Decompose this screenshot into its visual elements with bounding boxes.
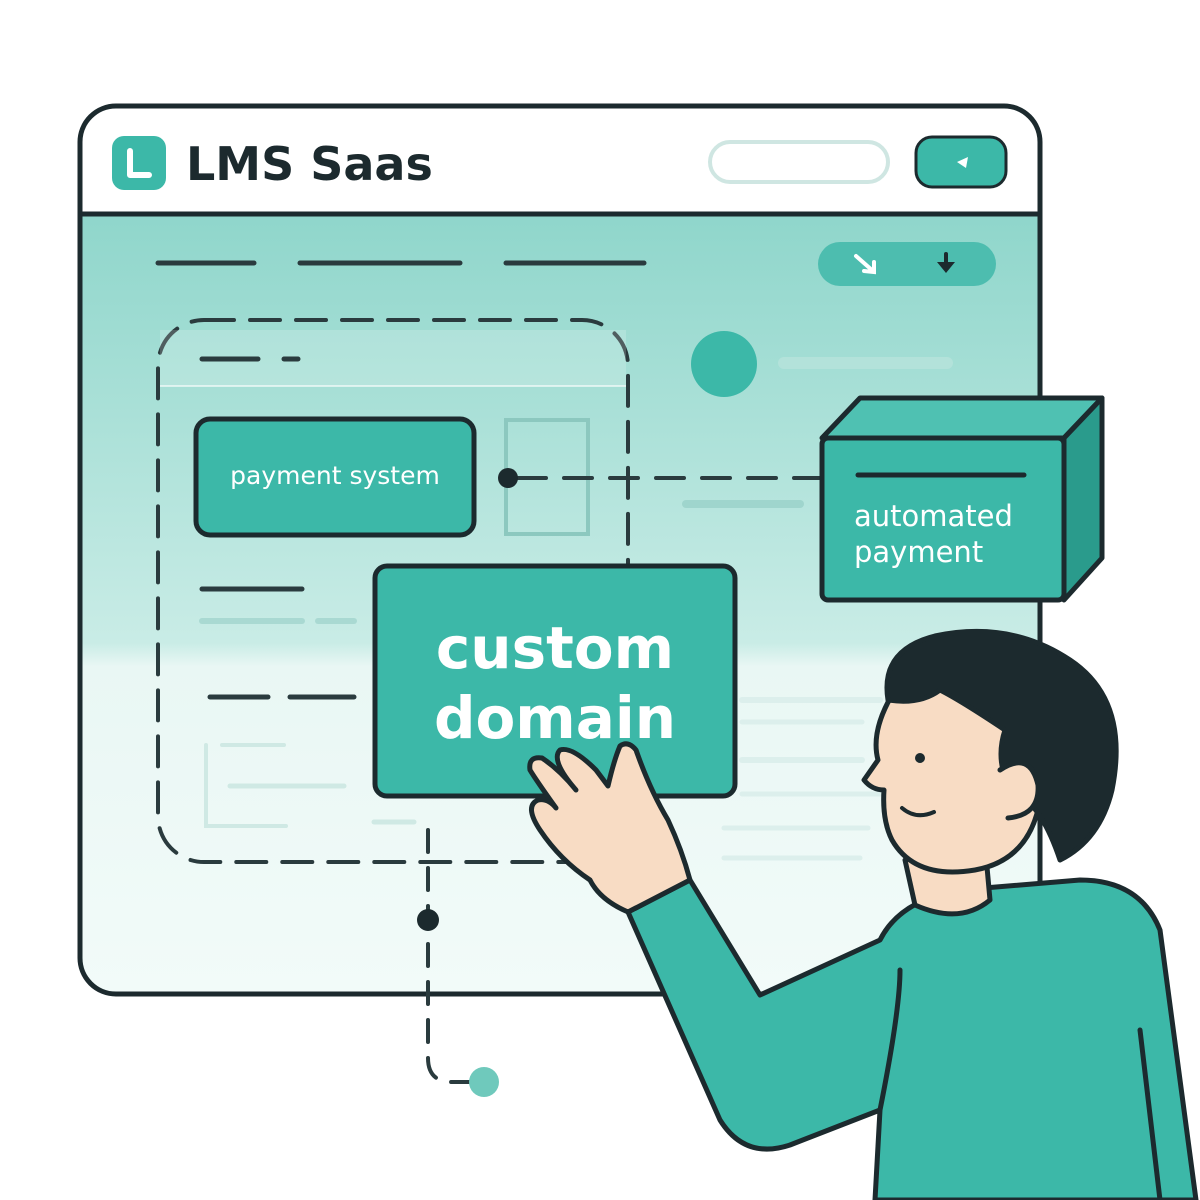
automated-payment-line1: automated — [854, 499, 1013, 533]
payment-system-label: payment system — [230, 461, 440, 490]
search-input[interactable] — [708, 140, 890, 184]
toolbar-pill[interactable] — [818, 242, 996, 286]
background-lines — [199, 418, 885, 861]
custom-domain-card[interactable]: custom domain — [372, 563, 738, 799]
profile-name-bar — [778, 357, 953, 369]
hair — [884, 628, 1119, 863]
ear — [997, 760, 1041, 821]
download-arrow-icon[interactable] — [937, 252, 955, 273]
app-title: LMS Saas — [186, 137, 433, 191]
collapse-arrow-icon[interactable] — [854, 254, 876, 275]
avatar — [691, 331, 757, 397]
app-logo — [112, 136, 166, 190]
connector-payment — [498, 468, 822, 488]
cursor-icon — [957, 157, 968, 168]
custom-domain-line2: domain — [434, 684, 676, 752]
header-action-button[interactable] — [914, 135, 1008, 189]
eye — [915, 753, 925, 763]
payment-system-card[interactable]: payment system — [193, 416, 477, 538]
automated-payment-line2: payment — [854, 535, 983, 569]
person-illustration — [527, 628, 1199, 1200]
connector-down — [417, 828, 499, 1097]
sweater — [625, 877, 1199, 1200]
smile — [900, 806, 936, 818]
app-header: LMS Saas — [112, 135, 1008, 191]
automated-payment-box[interactable]: automated payment — [819, 395, 1105, 603]
hand — [527, 741, 693, 915]
custom-domain-line1: custom — [436, 614, 674, 682]
